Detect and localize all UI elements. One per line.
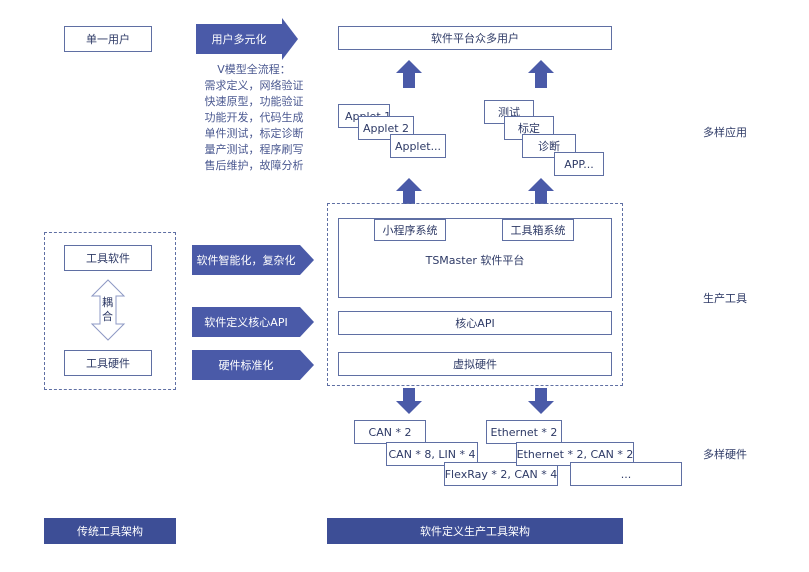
up-arrow-platform-to-tools <box>528 178 554 204</box>
hw-standardize-arrow: 硬件标准化 <box>192 350 314 380</box>
vmodel-list: V模型全流程： 需求定义，网络验证 快速原型，功能验证 功能开发，代码生成 单件… <box>196 62 312 174</box>
virtual-hardware-label: 虚拟硬件 <box>453 358 497 371</box>
down-arrow-to-ethernet-hw <box>528 388 554 414</box>
traditional-tools-frame <box>44 232 176 390</box>
software-defined-frame <box>327 203 623 386</box>
virtual-hardware-box: 虚拟硬件 <box>338 352 612 376</box>
tool-card: APP... <box>554 152 604 176</box>
coupling-label: 耦合 <box>102 296 113 323</box>
platform-users-box: 软件平台众多用户 <box>338 26 612 50</box>
smart-software-arrow-label: 软件智能化，复杂化 <box>196 254 296 267</box>
tool-hardware-box: 工具硬件 <box>64 350 152 376</box>
down-arrow-to-can-hw <box>396 388 422 414</box>
vmodel-line: 量产测试，程序刷写 <box>204 143 304 156</box>
hw-card-label: CAN * 8, LIN * 4 <box>388 447 476 461</box>
tool-card-label: 标定 <box>518 122 540 135</box>
core-api-label: 核心API <box>455 317 495 330</box>
hw-card-label: Ethernet * 2 <box>490 425 558 439</box>
traditional-architecture-footer: 传统工具架构 <box>44 518 176 544</box>
platform-users-label: 软件平台众多用户 <box>431 32 519 45</box>
hw-card-label: ... <box>620 467 632 481</box>
side-label-apps: 多样应用 <box>703 126 747 139</box>
hw-card-label: FlexRay * 2, CAN * 4 <box>444 467 558 481</box>
mini-program-box: 小程序系统 <box>374 219 446 241</box>
software-defined-architecture-label: 软件定义生产工具架构 <box>420 525 530 538</box>
hw-standardize-arrow-label: 硬件标准化 <box>218 359 274 372</box>
up-arrow-platform-to-applets <box>396 178 422 204</box>
hw-card-label: CAN * 2 <box>368 425 412 439</box>
tool-card-label: 诊断 <box>538 140 560 153</box>
up-arrow-tools-to-users <box>528 60 554 88</box>
vmodel-line: 售后维护，故障分析 <box>204 159 304 172</box>
hw-card: CAN * 8, LIN * 4 <box>386 442 478 466</box>
hw-card: ... <box>570 462 682 486</box>
traditional-architecture-label: 传统工具架构 <box>77 525 143 538</box>
tool-software-label: 工具软件 <box>86 252 130 265</box>
tool-software-box: 工具软件 <box>64 245 152 271</box>
multi-user-arrow: 用户多元化 <box>196 18 298 60</box>
hw-card: Ethernet * 2 <box>486 420 562 444</box>
applet-card: Applet... <box>390 134 446 158</box>
applet-card-label: Applet 2 <box>362 121 410 135</box>
vmodel-title: V模型全流程： <box>217 63 291 76</box>
hw-card-label: Ethernet * 2, CAN * 2 <box>516 447 634 461</box>
smart-software-arrow: 软件智能化，复杂化 <box>192 245 314 275</box>
single-user-box: 单一用户 <box>64 26 152 52</box>
mini-program-label: 小程序系统 <box>382 224 438 237</box>
core-api-arrow: 软件定义核心API <box>192 307 314 337</box>
core-api-box: 核心API <box>338 311 612 335</box>
core-api-arrow-label: 软件定义核心API <box>204 316 288 329</box>
single-user-label: 单一用户 <box>86 33 130 46</box>
multi-user-arrow-label: 用户多元化 <box>211 33 267 46</box>
vmodel-line: 功能开发，代码生成 <box>204 111 304 124</box>
tool-hardware-label: 工具硬件 <box>86 357 130 370</box>
side-label-tools: 生产工具 <box>703 292 747 305</box>
up-arrow-applets-to-users <box>396 60 422 88</box>
tool-card-label: APP... <box>564 157 594 171</box>
vmodel-line: 快速原型，功能验证 <box>204 95 304 108</box>
side-label-hardware: 多样硬件 <box>703 448 747 461</box>
tsmaster-label: TSMaster 软件平台 <box>425 254 525 267</box>
vmodel-line: 单件测试，标定诊断 <box>204 127 304 140</box>
hw-card: CAN * 2 <box>354 420 426 444</box>
tool-card-label: 测试 <box>498 106 520 119</box>
software-defined-architecture-footer: 软件定义生产工具架构 <box>327 518 623 544</box>
toolbox-label: 工具箱系统 <box>510 224 566 237</box>
hw-card: FlexRay * 2, CAN * 4 <box>444 462 558 486</box>
toolbox-box: 工具箱系统 <box>502 219 574 241</box>
applet-card-label: Applet... <box>394 139 442 153</box>
vmodel-line: 需求定义，网络验证 <box>204 79 304 92</box>
coupling-double-arrow <box>90 279 126 341</box>
